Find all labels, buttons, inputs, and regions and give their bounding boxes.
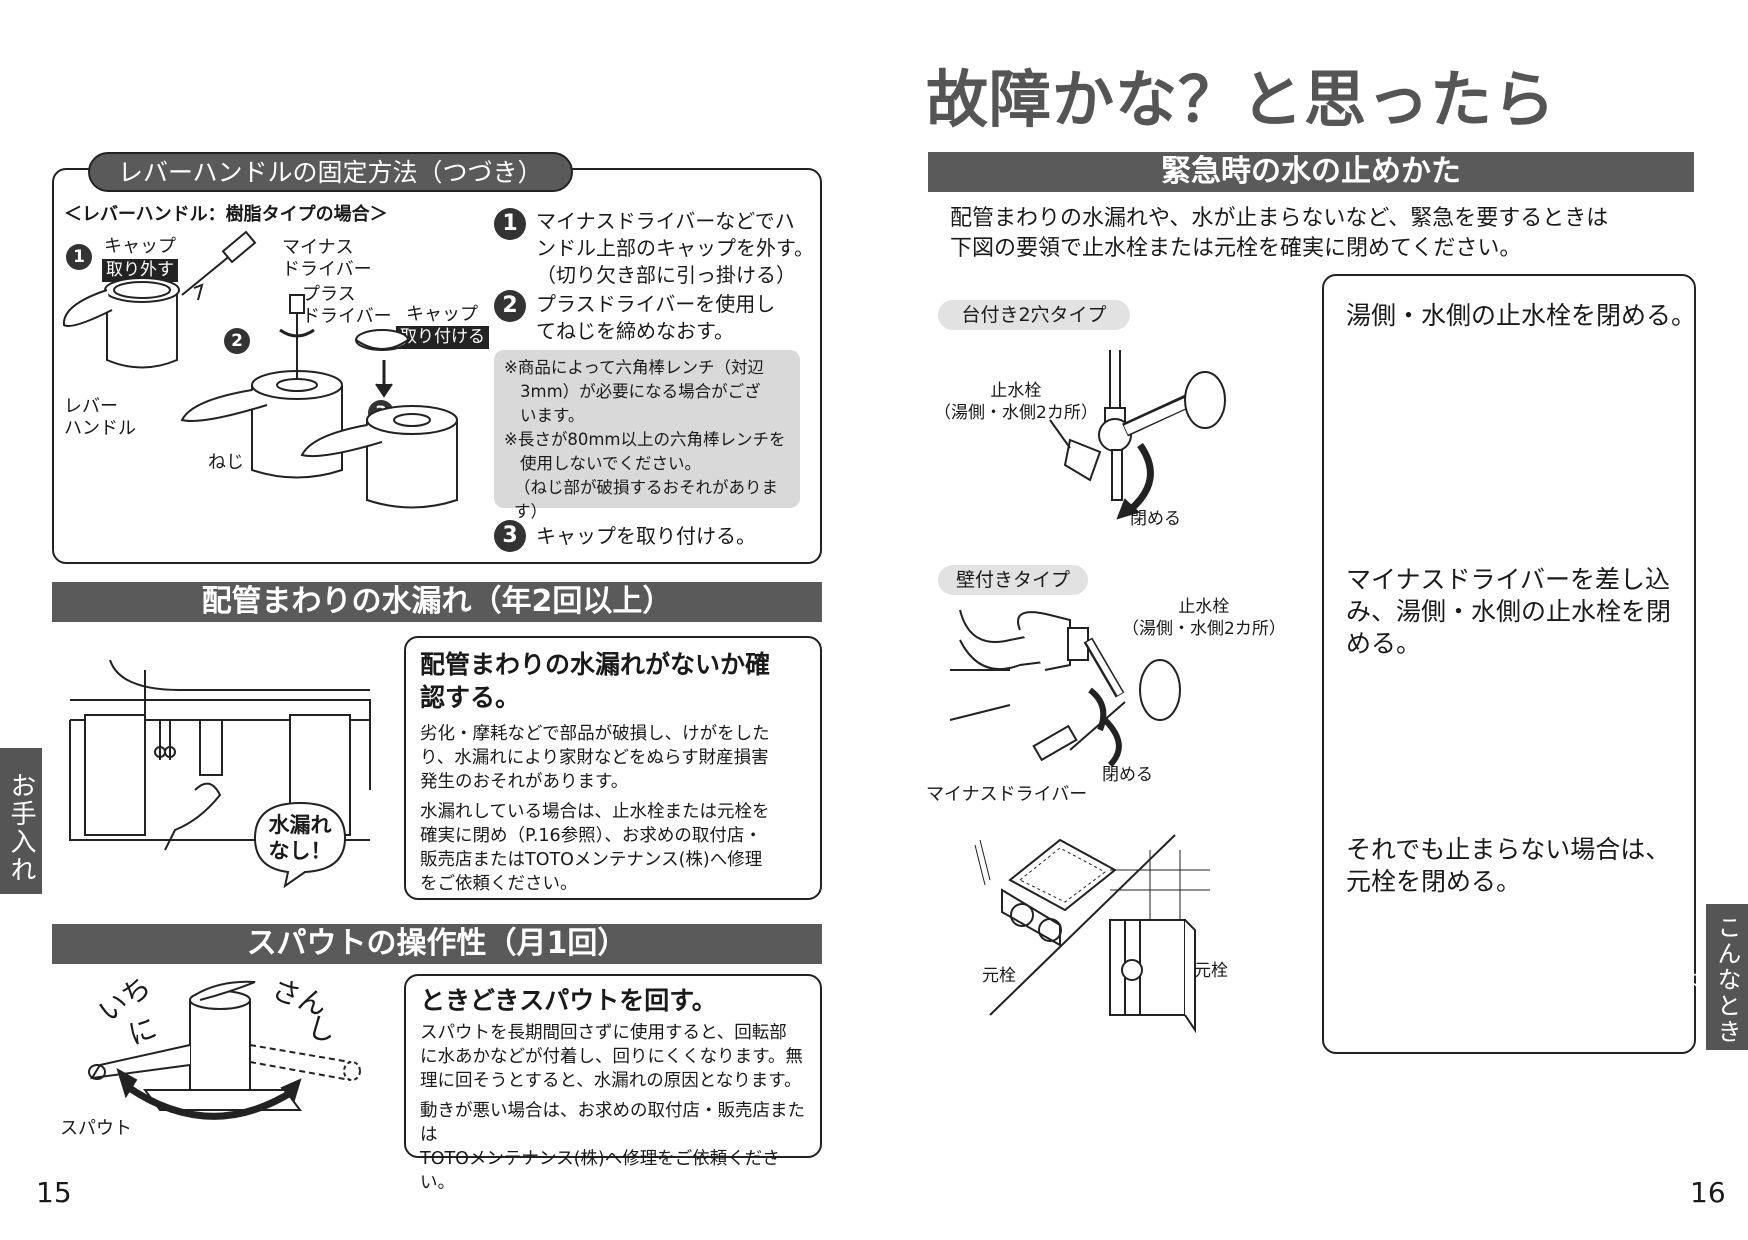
spout-illustration [88, 980, 361, 1120]
wall-stopcock-diagram [949, 609, 1181, 768]
bubble-shape [253, 801, 347, 889]
lever-handle-label: レバー ハンドル [64, 396, 136, 439]
close-label-1: 閉める [1130, 509, 1181, 529]
lever-subtitle: ＜レバーハンドル：樹脂タイプの場合＞ [64, 204, 388, 225]
page-number-16: 16 [1690, 1176, 1726, 1209]
stopcock-label-1: 止水栓 （湯側・水側2カ所） [934, 381, 1098, 423]
step-1-text: マイナスドライバーなどでハ ンドル上部のキャップを外す。 （切り欠き部に引っ掛け… [536, 209, 814, 287]
step-2-mark: 2 [494, 290, 526, 322]
instructions-box: 湯側・水側の止水栓を閉める。 マイナスドライバーを差し込 み、湯側・水側の止水栓… [1322, 274, 1696, 1054]
spout-heading: ときどきスパウトを回す。 [420, 986, 717, 1015]
remove-tag: 取り外す [102, 259, 178, 282]
step-3-mark: 3 [494, 520, 526, 552]
step-3-text: キャップを取り付ける。 [536, 524, 756, 548]
step-2-text: プラスドライバーを使用し てねじを締めなおす。 [536, 292, 776, 343]
piping-leak-bar: 配管まわりの水漏れ（年2回以上） [52, 582, 822, 622]
side-tab-care: お手入れ [0, 748, 42, 894]
attach-tag: 取り付ける [396, 326, 489, 349]
close-label-2: 閉める [1102, 765, 1153, 785]
instruction-main-valve: それでも止まらない場合は、 元栓を閉める。 [1346, 835, 1671, 896]
page-title: 故障かな？と思ったら [926, 63, 1557, 136]
spout-bar: スパウトの操作性（月1回） [52, 924, 822, 964]
main-valve-label-2: 元栓 [1194, 961, 1228, 981]
deck-stopcock-diagram [1049, 350, 1226, 520]
plus-driver-label: プラス ドライバー [302, 284, 392, 327]
cap2-label: キャップ [406, 304, 478, 325]
step-1-mark: 1 [494, 208, 526, 240]
page-number-15: 15 [36, 1176, 72, 1209]
cap-label: キャップ [104, 236, 176, 257]
main-valve-diagram [974, 834, 1210, 1034]
diagram-step-2-mark: 2 [224, 328, 250, 354]
lever-diagram [62, 230, 458, 509]
spout-info-box: ときどきスパウトを回す。 スパウトを長期間回さずに使用すると、回転部 に水あかな… [404, 974, 822, 1193]
type-wall-pill: 壁付きタイプ [938, 565, 1088, 595]
stopcock-label-2: 止水栓 （湯側・水側2カ所） [1122, 597, 1286, 639]
screw-label: ねじ [208, 452, 244, 473]
piping-info-box: 配管まわりの水漏れがないか確 認する。 劣化・摩耗などで部品が破損し、けがをした… [404, 636, 822, 900]
diagram-step-1-mark: 1 [66, 244, 92, 270]
piping-action-text: 水漏れしている場合は、止水栓または元栓を 確実に閉め（P.16参照）、お求めの取… [420, 802, 770, 894]
hex-wrench-note: ※商品によって六角棒レンチ（対辺 3mm）が必要になる場合がござ います。 ※長… [494, 350, 800, 521]
piping-risk-text: 劣化・摩耗などで部品が破損し、けがをした り、水漏れにより家財などをぬらす財産損… [420, 724, 770, 792]
piping-heading: 配管まわりの水漏れがないか確 認する。 [420, 650, 771, 712]
instruction-close-stopcocks: 湯側・水側の止水栓を閉める。 [1346, 301, 1697, 330]
spout-repair-text: 動きが悪い場合は、お求めの取付店・販売店または TOTOメンテナンス(株)へ修理… [420, 1101, 805, 1193]
emergency-intro: 配管まわりの水漏れや、水が止まらないなど、緊急を要するときは 下図の要領で止水栓… [950, 206, 1609, 261]
type-deck-two-hole-pill: 台付き2穴タイプ [938, 300, 1130, 330]
spout-warning-text: スパウトを長期間回さずに使用すると、回転部 に水あかなどが付着し、回りにくくなり… [420, 1023, 803, 1091]
emergency-bar: 緊急時の水の止めかた [928, 152, 1694, 192]
instruction-use-driver: マイナスドライバーを差し込 み、湯側・水側の止水栓を閉 める。 [1346, 565, 1672, 658]
no-leak-bubble-text: 水漏れ なし！ [268, 813, 332, 863]
spout-label: スパウト [60, 1118, 132, 1139]
main-valve-label-1: 元栓 [982, 966, 1016, 986]
minus-driver-label: マイナス ドライバー [282, 237, 372, 280]
minus-driver-label-2: マイナスドライバー [926, 784, 1088, 805]
side-tab-troubleshoot: こんなときは [1671, 904, 1748, 1050]
lever-section-title: レバーハンドルの固定方法（つづき） [88, 152, 573, 192]
